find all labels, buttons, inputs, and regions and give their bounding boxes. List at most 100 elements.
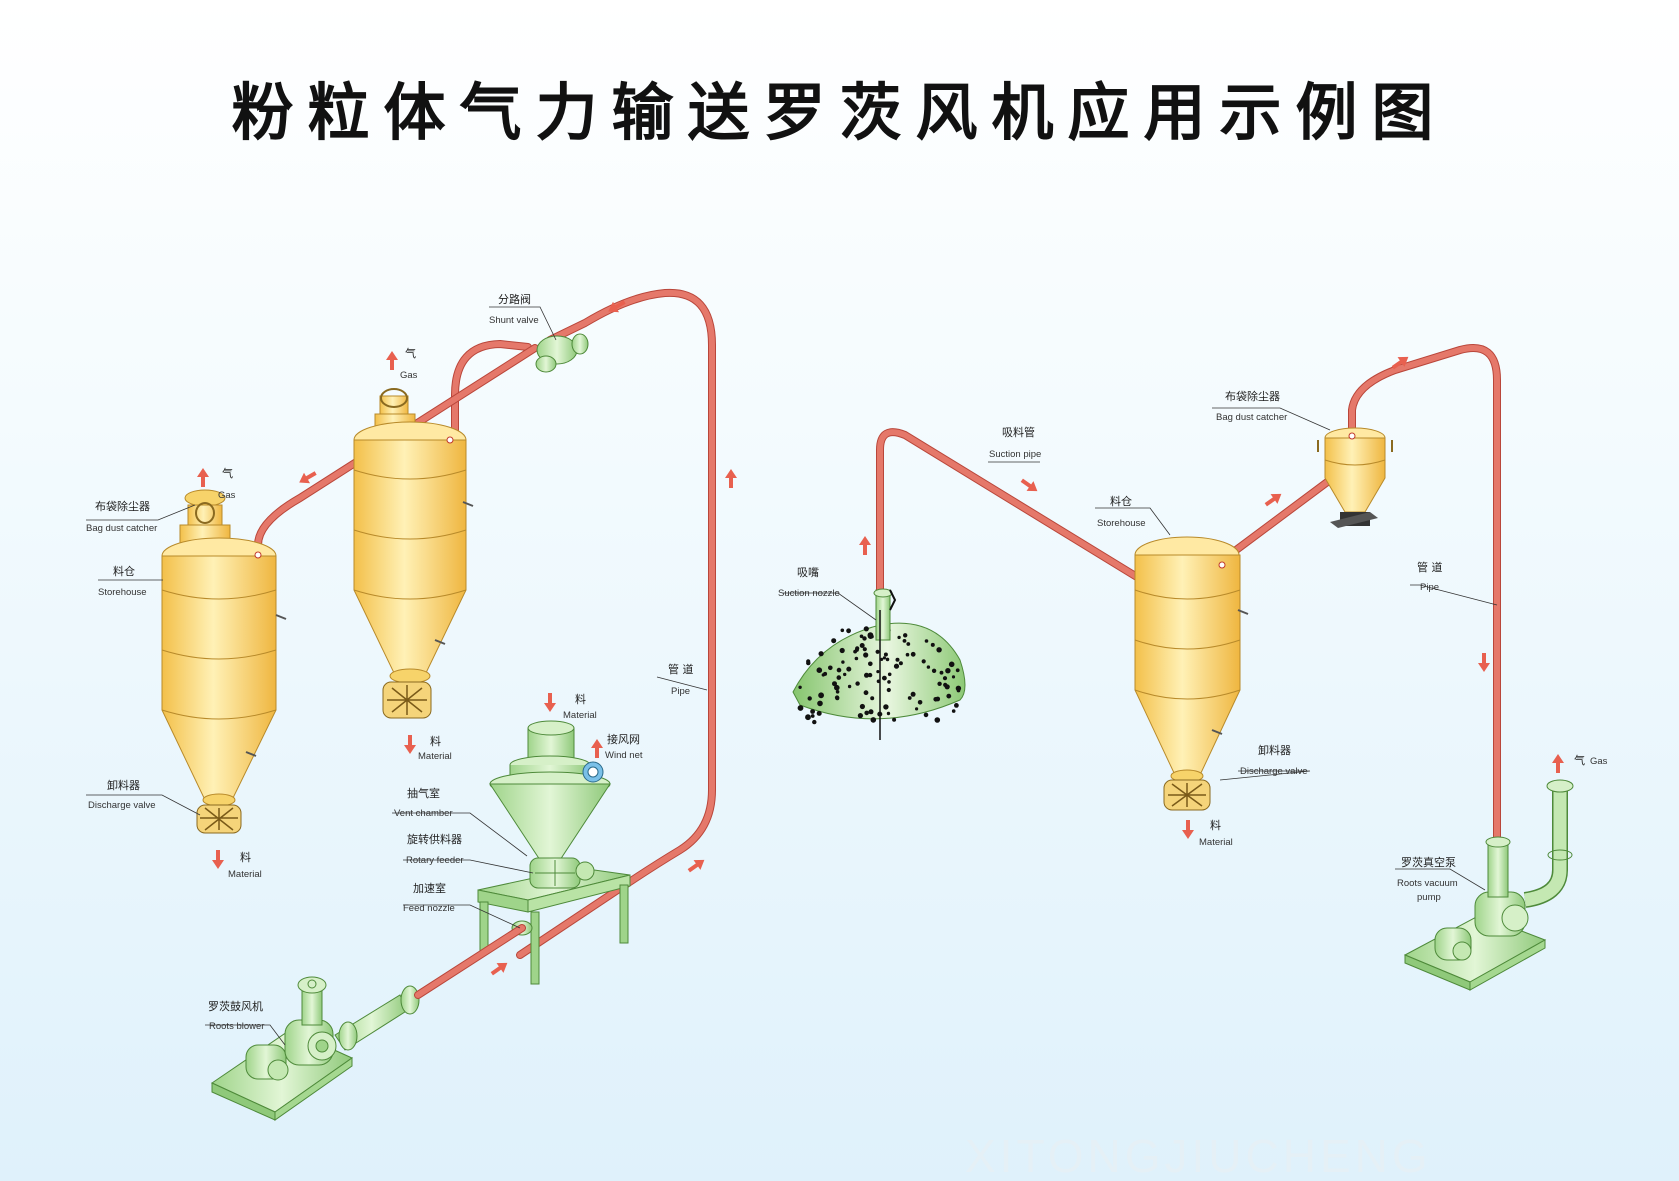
material-particle (951, 709, 956, 713)
gas-b-en: Gas (218, 490, 236, 501)
feed-nozzle-en: Feed nozzle (403, 903, 455, 914)
material-particle (828, 665, 833, 671)
material-particle (834, 695, 840, 700)
material-particle (817, 700, 823, 707)
leader-lines (86, 306, 1498, 1046)
roots-vacuum-pump-en: Roots vacuum (1397, 878, 1458, 889)
storehouse-right (1134, 536, 1249, 811)
discharge-valve-left-zh: 卸料器 (107, 778, 140, 792)
material-particle (816, 667, 823, 673)
material-particle (862, 647, 867, 652)
material-particle (831, 638, 837, 644)
material-particle (942, 676, 948, 681)
material-particle (857, 713, 864, 719)
material-particle (924, 639, 929, 643)
material-particle (951, 675, 956, 679)
storehouse-middle (353, 388, 474, 719)
material-particle (806, 659, 811, 664)
material-particle (948, 661, 955, 668)
pipe-left-en: Pipe (671, 686, 690, 697)
material-particle (859, 634, 864, 639)
material-particle (859, 643, 865, 648)
discharge-valve-left-en: Discharge valve (88, 800, 156, 811)
material-particle (915, 707, 919, 711)
material-particle (930, 642, 935, 647)
conveying-pipe-left (254, 288, 716, 959)
material-particle (883, 652, 888, 657)
material-particle (840, 628, 845, 633)
gas-right-en: Gas (1590, 756, 1608, 767)
material-particle (917, 700, 923, 705)
material-particle (823, 671, 828, 676)
material-particle (892, 717, 897, 722)
suction-pipe-en: Suction pipe (989, 449, 1041, 460)
material-particle (946, 693, 952, 699)
material-particle (886, 687, 891, 693)
shunt-valve (535, 333, 589, 373)
material-particle (898, 661, 903, 666)
roots-vacuum-pump-zh: 罗茨真空泵 (1401, 855, 1456, 869)
material-right-zh: 料 (1210, 818, 1221, 832)
roots-vacuum-pump-en2: pump (1417, 892, 1441, 903)
page-title: 粉粒体气力输送罗茨风机应用示例图 (231, 76, 1448, 149)
material-mid-zh: 料 (430, 734, 441, 748)
suction-nozzle-en: Suction nozzle (778, 588, 840, 599)
blower-outlet-pipe (414, 924, 526, 999)
material-particle (923, 712, 929, 718)
gas-a-en: Gas (400, 370, 418, 381)
storehouse-left-zh: 料仓 (113, 564, 135, 578)
material-particle (926, 665, 931, 669)
material-particle (807, 696, 812, 701)
material-particle (853, 649, 857, 654)
material-left-zh: 料 (240, 850, 251, 864)
roots-blower-en: Roots blower (209, 1021, 264, 1032)
gas-b-zh: 气 (222, 466, 233, 480)
gas-right-zh: 气 (1574, 753, 1585, 767)
material-particle (945, 668, 951, 674)
bag-dust-catcher-left-zh: 布袋除尘器 (95, 499, 150, 513)
material-particle (875, 649, 880, 654)
material-particle (836, 675, 842, 680)
material-particle (936, 647, 942, 653)
material-particle (835, 690, 840, 694)
material-particle (933, 697, 938, 702)
material-particle (864, 672, 869, 678)
material-particle (798, 685, 802, 689)
material-particle (903, 633, 908, 638)
material-particle (944, 684, 950, 690)
material-particle (855, 681, 860, 686)
material-particle (882, 656, 887, 660)
material-particle (841, 660, 845, 664)
material-particle (864, 710, 869, 716)
material-particle (870, 696, 875, 701)
material-particle (854, 656, 859, 661)
material-top-zh: 料 (575, 692, 586, 706)
material-particle (863, 652, 869, 658)
bag-dust-catcher-right-en: Bag dust catcher (1216, 412, 1287, 423)
pipe-right-zh: 管 道 (1417, 560, 1443, 574)
feed-nozzle-zh: 加速室 (413, 881, 446, 895)
rotary-feeder-en: Rotary feeder (406, 855, 464, 866)
material-particle (816, 710, 822, 716)
bag-dust-catcher-right (1317, 427, 1393, 528)
bag-dust-catcher-left-en: Bag dust catcher (86, 523, 157, 534)
material-particle (818, 692, 824, 699)
roots-blower-zh: 罗茨鼓风机 (208, 999, 263, 1013)
material-particle (887, 672, 892, 677)
material-particle (868, 709, 874, 715)
discharge-valve-right-en: Discharge valve (1240, 766, 1308, 777)
material-particle (905, 652, 910, 657)
material-particle (832, 681, 837, 687)
shunt-valve-zh: 分路阀 (498, 292, 531, 306)
material-particle (867, 633, 874, 639)
material-particle (868, 661, 873, 667)
material-particle (880, 657, 884, 662)
material-particle (895, 657, 900, 662)
material-particle (847, 684, 852, 689)
gas-a-zh: 气 (405, 346, 416, 360)
material-particle (910, 651, 916, 657)
material-particle (810, 714, 815, 718)
material-particle (846, 628, 851, 634)
material-particle (867, 672, 873, 678)
shunt-valve-en: Shunt valve (489, 315, 539, 326)
